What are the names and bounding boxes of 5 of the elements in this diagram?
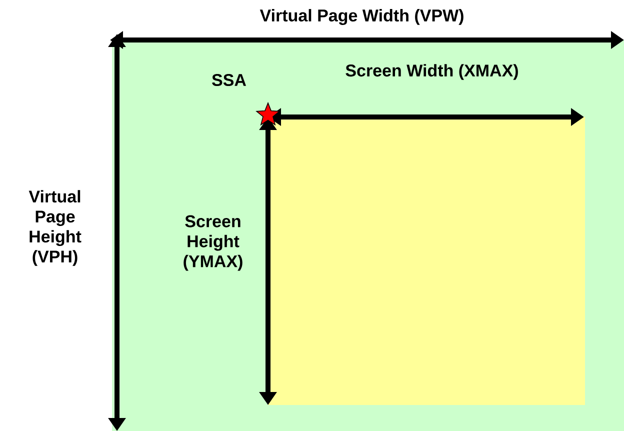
dimension-label: Screen Width (XMAX): [346, 64, 518, 80]
dimension-label: Virtual Page Width (VPW): [260, 9, 464, 25]
dimension-label: SSA: [212, 74, 246, 86]
dimension-label: Screen Height (YMAX): [184, 215, 242, 271]
dimension-label: Virtual Page Height (VPH): [28, 190, 82, 266]
